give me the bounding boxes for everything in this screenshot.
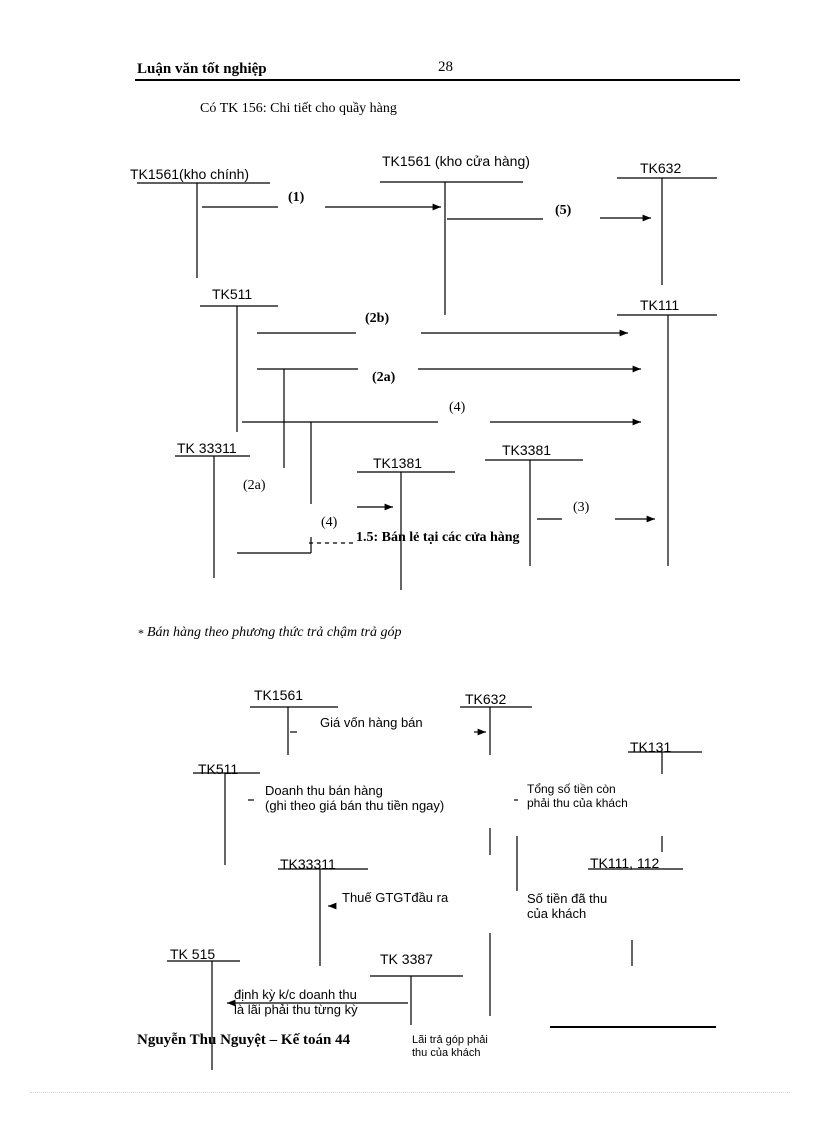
label-tk632: TK632 — [640, 160, 682, 176]
label-installment-interest: Lãi trả góp phải thu của khách — [412, 1034, 488, 1059]
step-2b-label: (2b) — [365, 311, 390, 326]
label-revenue: Doanh thu bán hàng (ghi theo giá bán thu… — [265, 783, 445, 813]
label-tk632: TK632 — [465, 691, 507, 707]
step-1-label: (1) — [288, 190, 305, 205]
label-tk3387: TK 3387 — [380, 951, 433, 967]
label-tk1381: TK1381 — [373, 455, 423, 471]
step-2a-left-label: (2a) — [243, 478, 266, 493]
label-tk1561: TK1561 — [254, 687, 304, 703]
step-4-left-label: (4) — [321, 515, 338, 530]
intro-line: Có TK 156: Chi tiết cho quầy hàng — [200, 101, 397, 116]
step-3-label: (3) — [573, 500, 590, 515]
label-tk511: TK511 — [198, 761, 239, 777]
label-tk33311: TK33311 — [280, 856, 336, 872]
label-tk1561-store: TK1561 (kho cửa hàng) — [382, 153, 530, 169]
label-tk131: TK131 — [630, 739, 672, 755]
label-periodic-transfer: định kỳ k/c doanh thu là lãi phải thu từ… — [234, 987, 358, 1017]
step-4-label: (4) — [449, 400, 466, 415]
label-tk1561-main: TK1561(kho chính) — [130, 166, 250, 182]
footer-dotted-rule — [30, 1092, 790, 1093]
label-tk515: TK 515 — [170, 946, 216, 962]
step-5-label: (5) — [555, 203, 572, 218]
label-output-vat: Thuế GTGTđầu ra — [342, 890, 449, 905]
footer-author: Nguyễn Thu Nguyệt – Kế toán 44 — [137, 1032, 351, 1048]
asterisk-icon: * — [138, 626, 144, 640]
section2-heading: Bán hàng theo phương thức trả chậm trả g… — [147, 625, 402, 640]
label-tk33311: TK 33311 — [177, 440, 237, 456]
label-total-receivable: Tổng số tiền còn phải thu của khách — [527, 782, 628, 810]
label-tk3381: TK3381 — [502, 442, 552, 458]
header-title: Luận văn tốt nghiệp — [137, 61, 267, 77]
label-tk111: TK111 — [640, 297, 680, 313]
label-tk511: TK511 — [212, 286, 253, 302]
page-number: 28 — [438, 59, 453, 75]
figure-caption: 1.5: Bán lẻ tại các cửa hàng — [356, 530, 520, 545]
step-2a-label: (2a) — [372, 370, 396, 385]
label-amount-collected: Số tiền đã thu của khách — [527, 891, 608, 921]
label-tk111-112: TK111, 112 — [590, 855, 660, 871]
label-cost-of-goods: Giá vốn hàng bán — [320, 715, 423, 730]
